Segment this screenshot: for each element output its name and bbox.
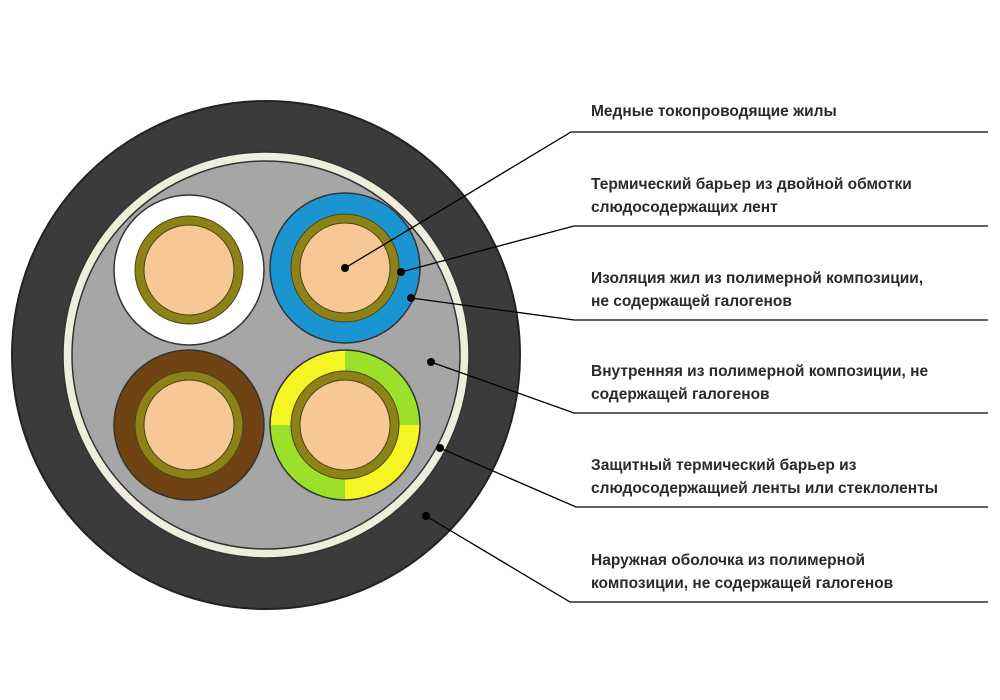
core-brown-copper: [143, 379, 235, 471]
leader-copper-dot: [341, 264, 349, 272]
label-line: слюдосодержащих лент: [591, 199, 778, 216]
label-core-insulation: Изоляция жил из полимерной композиции, н…: [591, 270, 927, 310]
label-line: Медные токопроводящие жилы: [591, 103, 837, 120]
leader-insulation-dot: [407, 294, 415, 302]
label-copper-conductors: Медные токопроводящие жилы: [591, 103, 837, 120]
label-line: Изоляция жил из полимерной композиции,: [591, 270, 923, 287]
label-line: Термический барьер из двойной обмотки: [591, 176, 912, 193]
core-white: [113, 194, 265, 346]
labels: Медные токопроводящие жилы Термический б…: [591, 103, 938, 592]
core-yg-copper: [299, 379, 391, 471]
core-yellow-green: [269, 349, 421, 501]
label-line: Защитный термический барьер из: [591, 457, 857, 474]
label-mica-thermal-barrier: Термический барьер из двойной обмотки сл…: [591, 176, 916, 216]
label-line: слюдосодержащией ленты или стеклоленты: [591, 480, 938, 497]
leader-inner-dot: [427, 358, 435, 366]
label-inner-layer: Внутренняя из полимерной композиции, не …: [591, 363, 932, 403]
label-line: Наружная оболочка из полимерной: [591, 552, 865, 569]
label-protective-barrier: Защитный термический барьер из слюдосоде…: [591, 457, 938, 497]
leader-barrier-dot: [436, 444, 444, 452]
label-line: содержащей галогенов: [591, 386, 770, 403]
leader-inner: [430, 361, 988, 414]
leader-copper: [344, 131, 988, 269]
leader-mica: [400, 225, 988, 273]
leader-sheath-dot: [422, 512, 430, 520]
leader-barrier: [439, 447, 988, 508]
label-line: композиции, не содержащей галогенов: [591, 575, 893, 592]
leader-sheath: [425, 515, 988, 603]
core-white-copper: [143, 224, 235, 316]
leader-insulation: [410, 297, 988, 321]
label-line: не содержащей галогенов: [591, 293, 792, 310]
label-outer-sheath: Наружная оболочка из полимерной композиц…: [591, 552, 893, 592]
label-line: Внутренняя из полимерной композиции, не: [591, 363, 928, 380]
leader-lines: [341, 131, 988, 603]
core-yg-outline: [269, 349, 421, 501]
leader-mica-dot: [397, 268, 405, 276]
core-brown: [113, 349, 265, 501]
